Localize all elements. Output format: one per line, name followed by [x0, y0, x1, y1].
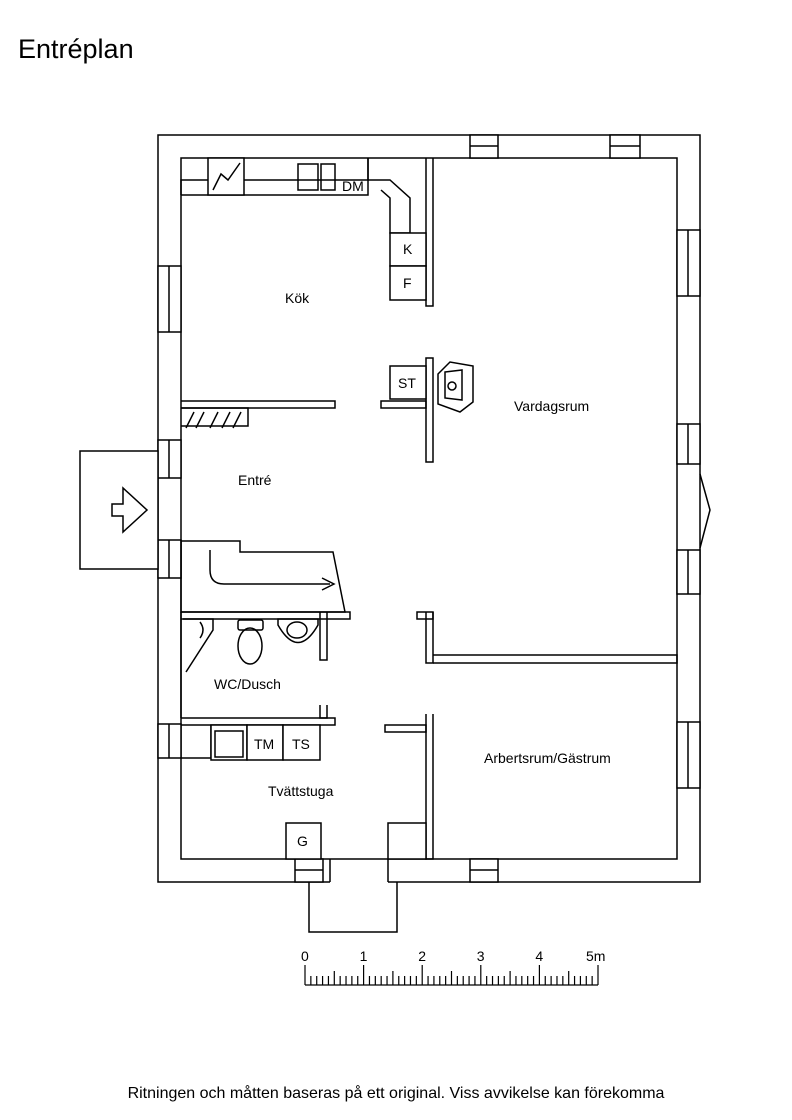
floor-plan: Kök Entré Vardagsrum WC/Dusch Tvättstuga…	[79, 134, 711, 986]
room-label-wc: WC/Dusch	[214, 676, 281, 692]
staircase	[180, 540, 346, 613]
room-label-entrance: Entré	[238, 472, 272, 488]
kitchen-counters	[180, 157, 427, 400]
room-label-office: Arbertsrum/Gästrum	[484, 750, 611, 766]
scale-labels: 0 1 2 3 4 5m	[301, 948, 605, 964]
appliance-label-g: G	[297, 833, 308, 849]
fireplace	[437, 361, 474, 413]
back-porch	[308, 882, 398, 933]
scale-bar	[304, 965, 599, 986]
scale-label: 2	[418, 948, 426, 964]
appliance-label-fridge: K	[403, 241, 413, 257]
scale-label: 5m	[586, 948, 605, 964]
side-door	[699, 473, 711, 549]
office-closet	[387, 822, 427, 860]
room-label-kitchen: Kök	[285, 290, 310, 306]
scale-label: 0	[301, 948, 309, 964]
disclaimer-text: Ritningen och måtten baseras på ett orig…	[127, 1085, 665, 1102]
room-label-living-room: Vardagsrum	[514, 398, 589, 414]
appliance-label-freezer: F	[403, 275, 412, 291]
interior-walls	[180, 158, 678, 860]
scale-label: 1	[360, 948, 368, 964]
entrance-porch	[79, 450, 159, 570]
laundry-fixtures	[181, 724, 322, 860]
page-title: Entréplan	[18, 34, 134, 64]
appliance-label-washer: TM	[254, 736, 274, 752]
wc-fixtures	[183, 618, 319, 673]
wardrobe	[181, 407, 249, 429]
scale-label: 4	[535, 948, 543, 964]
appliance-label-stove: ST	[398, 375, 416, 391]
room-label-laundry: Tvättstuga	[268, 783, 334, 799]
windows	[157, 134, 701, 883]
exterior-walls	[157, 134, 701, 883]
appliance-label-dishwasher: DM	[342, 178, 364, 194]
appliance-label-dryer: TS	[292, 736, 310, 752]
scale-label: 3	[477, 948, 485, 964]
